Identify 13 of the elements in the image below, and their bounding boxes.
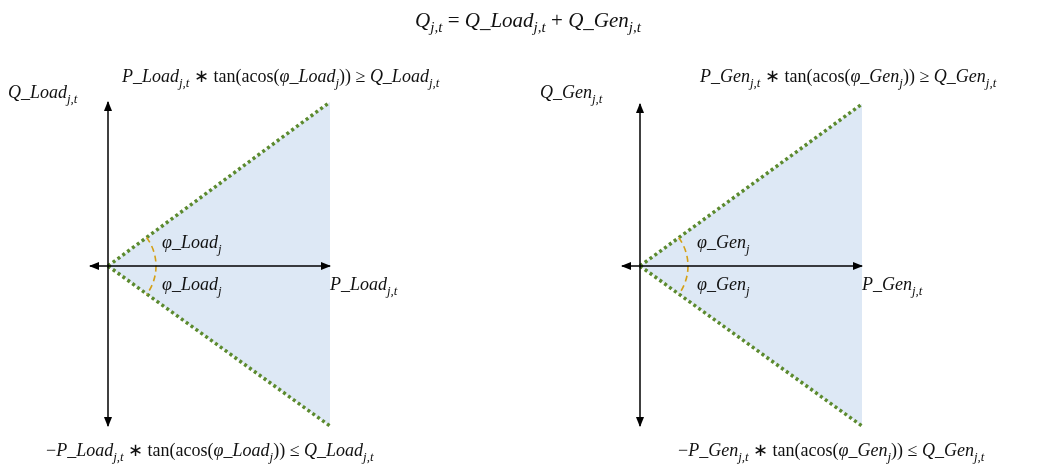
constraint-formula: P_Load$_{j,t}$ ∗ tan(acos(φ_Load$_{j}$)) ≥ Q_Load$_{j,t}$ bbox=[122, 66, 440, 91]
angle-label: φ_Gen$_{j}$ bbox=[697, 274, 750, 299]
angle-label: φ_Gen$_{j}$ bbox=[697, 232, 750, 257]
axis-label: P_Load$_{j,t}$ bbox=[330, 274, 398, 299]
constraint-formula: −P_Load$_{j,t}$ ∗ tan(acos(φ_Load$_{j}$)) ≤ Q_Load$_{j,t}$ bbox=[46, 440, 374, 465]
equation-title: Q$_{j,t}$ = Q_Load$_{j,t}$ + Q_Gen$_{j,t}$ bbox=[414, 8, 642, 37]
angle-label: φ_Load$_{j}$ bbox=[162, 232, 222, 257]
constraint-formula: P_Gen$_{j,t}$ ∗ tan(acos(φ_Gen$_{j}$)) ≥ Q_Gen$_{j,t}$ bbox=[700, 66, 997, 91]
angle-label: φ_Load$_{j}$ bbox=[162, 274, 222, 299]
axis-label: Q_Load$_{j,t}$ bbox=[8, 82, 78, 107]
constraint-formula: −P_Gen$_{j,t}$ ∗ tan(acos(φ_Gen$_{j}$)) ≤ Q_Gen$_{j,t}$ bbox=[678, 440, 985, 465]
axis-label: Q_Gen$_{j,t}$ bbox=[540, 82, 603, 107]
axis-label: P_Gen$_{j,t}$ bbox=[862, 274, 923, 299]
